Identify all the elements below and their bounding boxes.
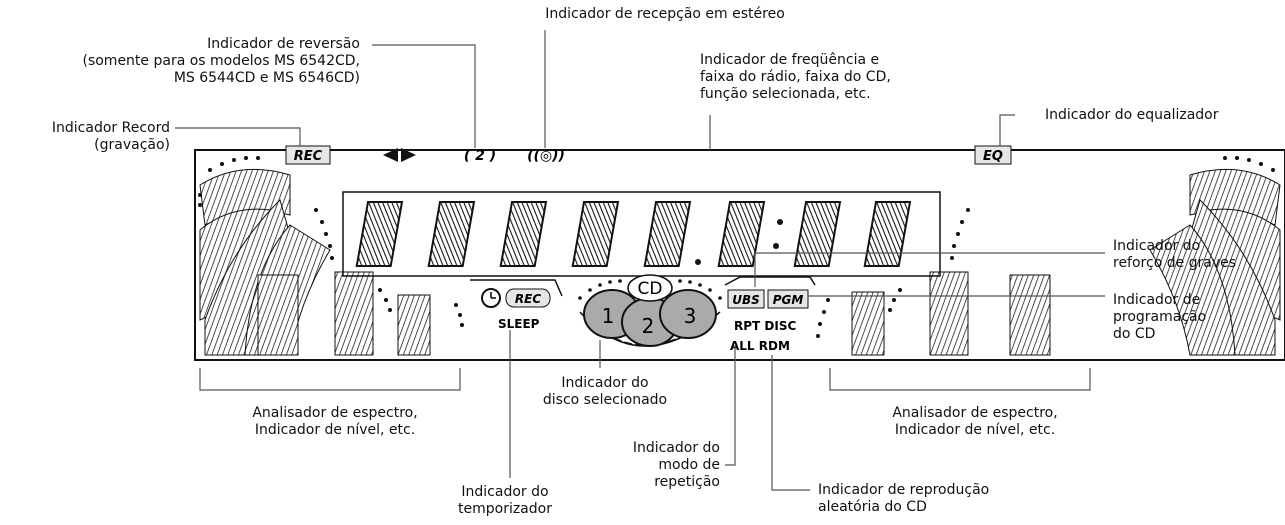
random-label: Indicador de reprodução aleatória do CD	[818, 482, 990, 515]
program-label: Indicador de programação do CD	[1113, 292, 1207, 342]
spectrum-analyzer-left	[198, 156, 464, 356]
eq-indicator-box	[974, 145, 1012, 165]
pgm-indicator: PGM	[773, 293, 804, 307]
disc-1-indicator: 1	[602, 304, 615, 328]
lcd-frame	[194, 149, 1285, 361]
ubs-frame	[724, 276, 816, 286]
timer-label: Indicador do temporizador	[458, 484, 552, 517]
rec-indicator: REC	[294, 149, 323, 164]
clock-icon	[481, 288, 501, 308]
ubs-box	[727, 289, 765, 309]
segment-digits	[355, 201, 912, 267]
spectrum-analyzer-right	[816, 156, 1281, 356]
disc-carousel	[578, 274, 722, 347]
timer-rec-indicator: REC	[515, 292, 541, 306]
all-rdm-indicator: ALL RDM	[730, 339, 790, 353]
sleep-indicator: SLEEP	[498, 317, 540, 331]
bass-label: Indicador do reforço de graves	[1113, 238, 1237, 271]
reverse-indicator: ( 2 )	[464, 148, 496, 164]
timer-rec-box	[505, 288, 551, 308]
ubs-indicator: UBS	[732, 293, 760, 307]
disc-3-indicator: 3	[684, 304, 697, 328]
pgm-box	[767, 289, 809, 309]
spectrum-right-label: Analisador de espectro, Indicador de nív…	[892, 405, 1058, 438]
leader-lines	[175, 30, 1105, 491]
spectrum-left-label: Analisador de espectro, Indicador de nív…	[252, 405, 418, 438]
timer-frame	[470, 279, 563, 297]
stereo-label: Indicador de recepção em estéreo	[545, 6, 785, 22]
reverse-label: Indicador de reversão (somente para os m…	[82, 36, 360, 86]
reverse-arrows-icon	[383, 148, 416, 162]
repeat-label: Indicador do modo de repetição	[632, 440, 720, 490]
rec-indicator-box	[285, 145, 331, 165]
equalizer-label: Indicador do equalizador	[1045, 107, 1219, 123]
disc-2-indicator: 2	[642, 314, 655, 338]
rpt-disc-indicator: RPT DISC	[734, 319, 796, 333]
frequency-label: Indicador de freqüência e faixa do rádio…	[700, 52, 891, 102]
record-label: Indicador Record (gravação)	[51, 120, 170, 153]
disc-label: Indicador do disco selecionado	[542, 375, 668, 408]
cd-indicator: CD	[638, 279, 663, 299]
eq-indicator: EQ	[983, 149, 1003, 164]
stereo-indicator: ((◎))	[527, 148, 565, 164]
